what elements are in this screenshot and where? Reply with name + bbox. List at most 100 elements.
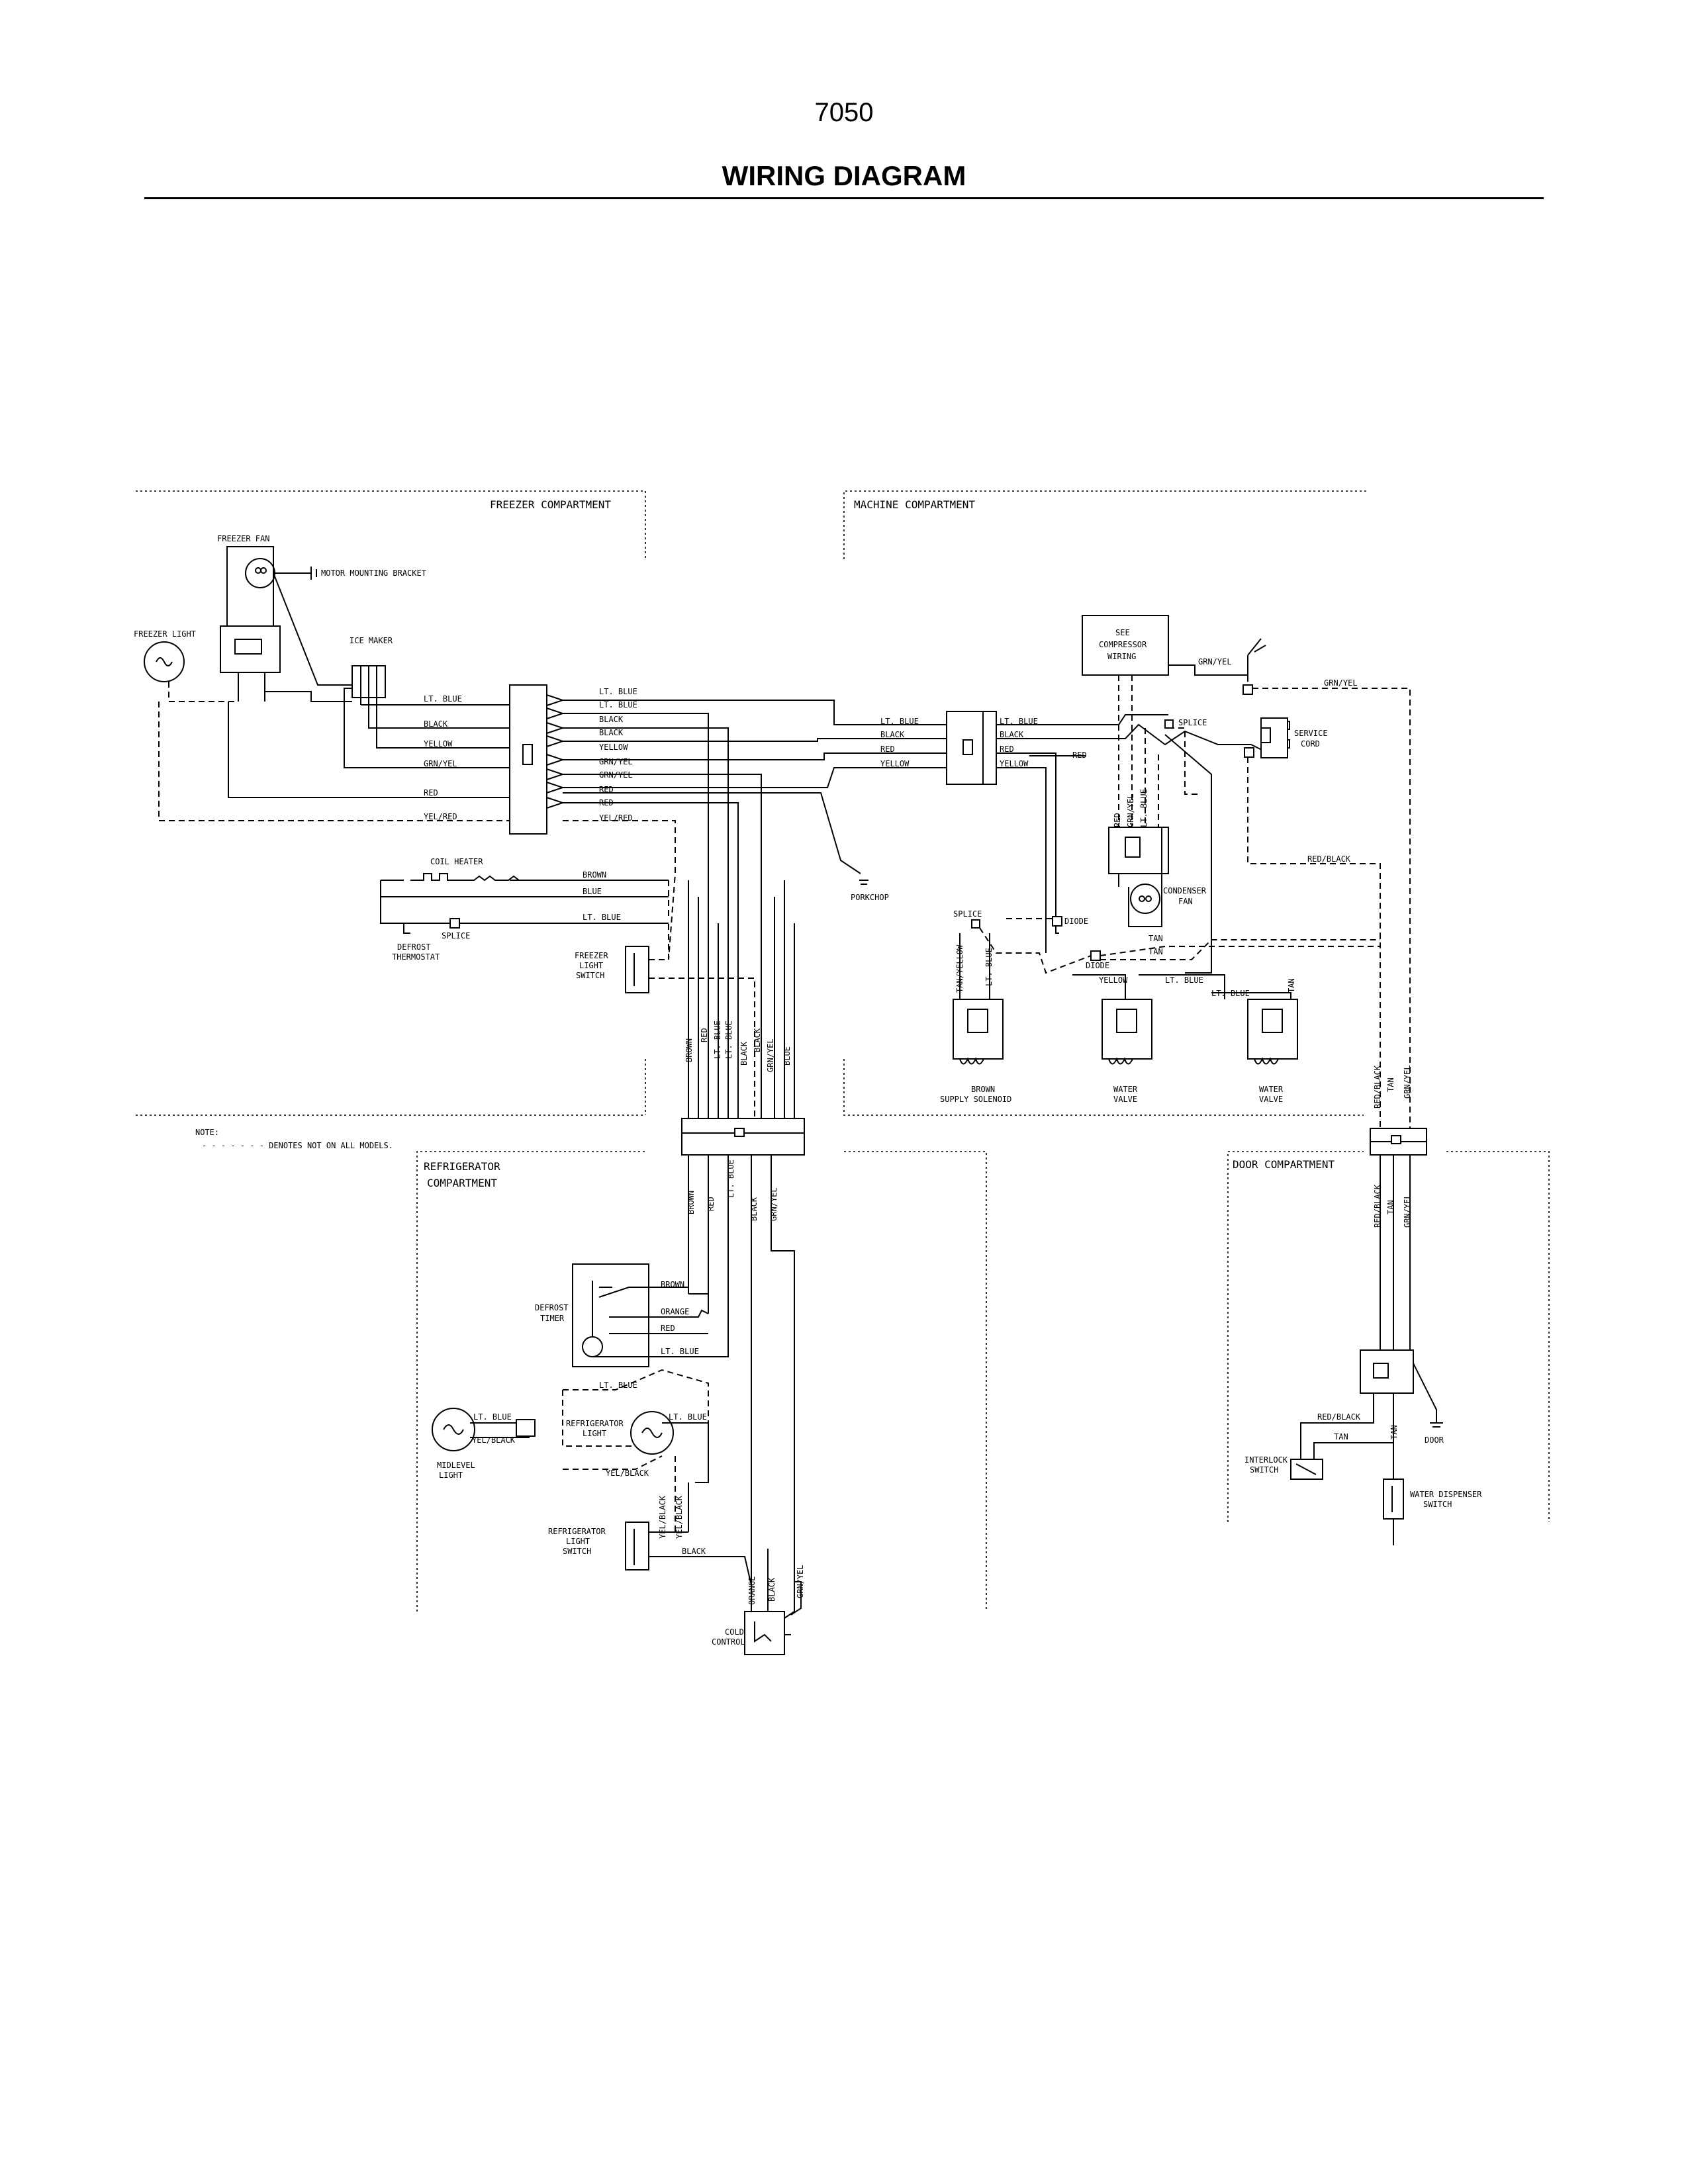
note-title: NOTE:: [195, 1128, 219, 1137]
defrost-thermostat-label-2: THERMOSTAT: [392, 952, 440, 962]
wire-label: BLUE: [583, 887, 602, 896]
vertical-harness: BROWN RED LT. BLUE LT. BLUE BLACK BLACK …: [684, 880, 795, 1125]
freezer-compartment-label: FREEZER COMPARTMENT: [490, 498, 611, 511]
wire-label: LT. BLUE: [669, 1412, 707, 1422]
cold-control-label-1: COLD: [725, 1627, 744, 1637]
wire-label: TAN: [1386, 1200, 1395, 1214]
freezer-connector: [509, 684, 565, 835]
freezer-light-switch-label-3: SWITCH: [576, 971, 604, 980]
wire-label: BROWN: [684, 1038, 694, 1062]
wire-label: RED/BLACK: [1373, 1184, 1382, 1228]
water-dispenser-switch-label-1: WATER DISPENSER: [1410, 1490, 1482, 1499]
cold-control: COLD CONTROL ORANGE BLACK GRN/YEL: [712, 1549, 805, 1655]
wire-label: YEL/BLACK: [606, 1469, 649, 1478]
wire-label: TAN: [1287, 978, 1296, 993]
splice-label: SPLICE: [953, 909, 982, 919]
wire-label: TAN: [1386, 1077, 1395, 1092]
door-connector: RED/BLACK TAN GRN/YEL RED/BLACK TAN GRN/…: [1370, 1065, 1444, 1445]
wire-label: LT. BLUE: [880, 717, 919, 726]
wire-label: YELLOW: [1099, 976, 1128, 985]
defrost-timer-label-2: TIMER: [540, 1314, 565, 1323]
door-switch-block: RED/BLACK TAN TAN: [1300, 1349, 1414, 1479]
diode-label: DIODE: [1064, 917, 1088, 926]
wire-label: BLUE: [782, 1046, 792, 1066]
wire-label: TAN: [1149, 947, 1163, 956]
service-cord: SPLICE SERVICE CORD GRN/YEL RED/BLACK: [1164, 678, 1411, 1138]
wire-label: LT. BLUE: [661, 1347, 699, 1356]
wire-label: GRN/YEL: [1403, 1065, 1412, 1099]
wire-label: BROWN: [583, 870, 606, 880]
brown-supply-solenoid: BROWN SUPPLY SOLENOID: [940, 999, 1011, 1104]
wire-label: GRN/YEL: [766, 1038, 775, 1072]
page-title: WIRING DIAGRAM: [722, 160, 966, 191]
see-compressor-wiring: SEE COMPRESSOR WIRING GRN/YEL: [1082, 615, 1266, 682]
wire-label: ORANGE: [661, 1307, 689, 1316]
wire-label: LT. BLUE: [473, 1412, 512, 1422]
wire-label: BLACK: [767, 1577, 776, 1602]
wire-label: LT. BLUE: [599, 700, 637, 709]
refrigerator-light-switch-label-3: SWITCH: [563, 1547, 591, 1556]
wire-label: BLACK: [880, 730, 905, 739]
coil-heater-label: COIL HEATER: [430, 857, 483, 866]
freezer-left-wiring: LT. BLUE BLACK YELLOW GRN/YEL RED YEL/RE…: [158, 572, 510, 821]
refrigerator-light-switch-label-2: LIGHT: [566, 1537, 590, 1546]
wire-label: BROWN: [686, 1191, 696, 1214]
freezer-light-label: FREEZER LIGHT: [134, 629, 196, 639]
wire-label: RED/BLACK: [1317, 1412, 1361, 1422]
refrigerator-light-label-2: LIGHT: [583, 1429, 606, 1438]
door-label: DOOR: [1425, 1435, 1444, 1445]
wire-label: YELLOW: [599, 743, 628, 752]
see-compressor-label-3: WIRING: [1107, 652, 1136, 661]
wire-label: RED/BLACK: [1373, 1065, 1382, 1109]
water-valve-label-1: WATER: [1259, 1085, 1284, 1094]
refrigerator-light-switch: REFRIGERATOR LIGHT SWITCH BLACK: [548, 1522, 752, 1586]
wire-label: LT. BLUE: [424, 694, 462, 704]
defrost-timer: DEFROST TIMER BROWN ORANGE RED LT. BLUE: [535, 1263, 729, 1367]
refrigerator-light-switch-label-1: REFRIGERATOR: [548, 1527, 606, 1536]
diode-label: DIODE: [1086, 961, 1109, 970]
defrost-thermostat-label-1: DEFROST: [397, 942, 431, 952]
water-dispenser-switch: WATER DISPENSER SWITCH: [1383, 1479, 1482, 1545]
wire-label: TAN: [1389, 1425, 1399, 1439]
wire-label: YEL/BLACK: [658, 1495, 667, 1539]
refrigerator-light-label-1: REFRIGERATOR: [566, 1419, 624, 1428]
compartment-labels: FREEZER COMPARTMENT MACHINE COMPARTMENT …: [424, 498, 1335, 1189]
page-number: 7050: [814, 98, 874, 127]
freezer-fan: FREEZER FAN MOTOR MOUNTING BRACKET: [217, 534, 426, 702]
wire-label: YEL/BLACK: [675, 1495, 684, 1539]
wire-label: TAN: [1149, 934, 1163, 943]
wire-label: RED: [424, 788, 438, 797]
splice-label: SPLICE: [1178, 718, 1207, 727]
wire-label: RED: [661, 1324, 675, 1333]
wire-label: GRN/YEL: [1126, 794, 1135, 827]
machine-connector: LT. BLUE BLACK RED YELLOW LT. BLUE BLACK…: [880, 711, 1251, 953]
wire-label: LT. BLUE: [599, 1381, 637, 1390]
door-compartment-label: DOOR COMPARTMENT: [1233, 1158, 1335, 1171]
wire-label: GRN/YEL: [599, 757, 633, 766]
cold-control-label-2: CONTROL: [712, 1637, 745, 1647]
wire-label: YEL/RED: [424, 812, 457, 821]
water-dispenser-switch-label-2: SWITCH: [1423, 1500, 1452, 1509]
refrigerator-light: REFRIGERATOR LIGHT LT. BLUE LT. BLUE YEL…: [562, 1369, 709, 1539]
wire-label: BLACK: [749, 1197, 759, 1221]
see-compressor-label-2: COMPRESSOR: [1099, 640, 1147, 649]
condenser-fan-label-2: FAN: [1178, 897, 1193, 906]
refrigerator-compartment-label-2: COMPARTMENT: [427, 1177, 497, 1189]
wire-label: GRN/YEL: [1198, 657, 1232, 666]
wire-label: BLACK: [739, 1041, 749, 1066]
center-connector: BROWN RED LT. BLUE BLACK GRN/YEL: [681, 1118, 805, 1585]
wire-label: BLACK: [599, 715, 624, 724]
wire-label: RED/BLACK: [1307, 854, 1351, 864]
midlevel-light-label-2: LIGHT: [439, 1471, 463, 1480]
brown-supply-label-1: BROWN: [971, 1085, 995, 1094]
service-cord-label-2: CORD: [1301, 739, 1320, 749]
wire-label: ORANGE: [747, 1576, 757, 1605]
wire-label: BLACK: [424, 719, 448, 729]
wire-label: RED: [1113, 813, 1122, 827]
wire-label: BROWN: [661, 1280, 684, 1289]
wire-label: YELLOW: [424, 739, 453, 749]
water-valve-label-2: VALVE: [1113, 1095, 1137, 1104]
condenser-fan-label-1: CONDENSER: [1163, 886, 1207, 895]
ice-maker: ICE MAKER: [350, 636, 393, 698]
compartment-borders: [136, 490, 1550, 1612]
